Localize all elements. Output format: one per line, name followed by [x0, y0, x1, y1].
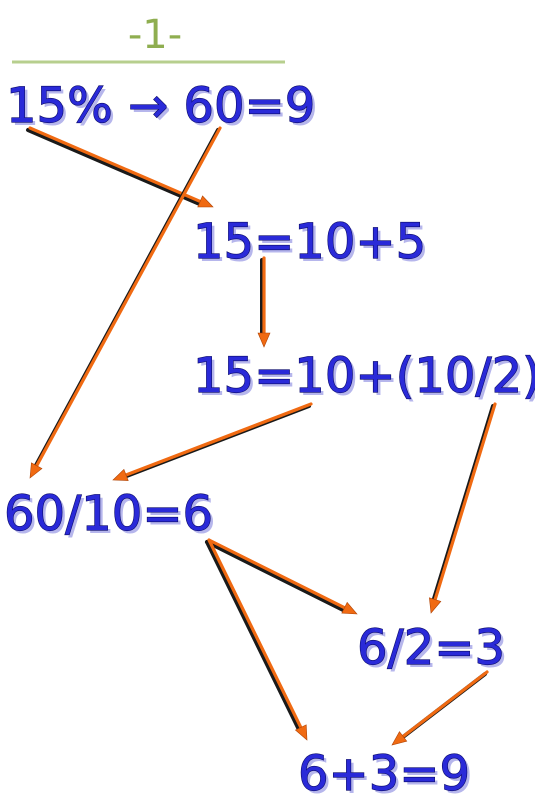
expression-node-n5: 6/2=36/2=3 [356, 619, 508, 679]
arrow-n4-to-n5 [205, 538, 358, 615]
arrow-shadow [205, 540, 345, 612]
expression-node-n1: 15% → 60=915% → 60=9 [5, 77, 318, 137]
expression-label: 6+3=9 [298, 746, 470, 802]
arrow-shaft [207, 538, 347, 610]
arrow-n5-to-n6 [391, 670, 489, 746]
expression-label: 15=10+5 [193, 214, 426, 270]
node-layer: 15% → 60=915% → 60=915=10+515=10+515=10+… [3, 77, 535, 803]
arrow-head-icon [257, 332, 271, 348]
arrow-head-icon [197, 195, 214, 208]
arrow-shaft [124, 402, 313, 477]
arrow-shadow [205, 540, 301, 732]
expression-node-n6: 6+3=96+3=9 [297, 745, 473, 803]
diagram-title: -1- [128, 12, 182, 58]
diagram-header: -1- [12, 12, 285, 64]
arrow-head-icon [341, 601, 358, 615]
arrow-head-icon [391, 731, 408, 746]
arrow-n2-to-n3 [257, 256, 271, 348]
arrow-head-icon [112, 468, 129, 481]
expression-shadow: 15=10+(10/2) [196, 351, 535, 407]
arrow-n4-to-n6 [205, 538, 308, 741]
expression-shadow: 60/10=6 [7, 489, 216, 545]
expression-node-n3: 15=10+(10/2)15=10+(10/2) [192, 347, 535, 407]
arrow-n1-to-n2 [26, 126, 214, 208]
arrow-head-icon [429, 597, 442, 614]
arrow-n3-to-n5 [429, 402, 497, 614]
expression-label: 15=10+(10/2) [193, 348, 535, 404]
expression-label: 60/10=6 [4, 486, 213, 542]
expression-shadow: 15% → 60=9 [9, 81, 318, 137]
expression-shadow: 6/2=3 [360, 623, 508, 679]
expression-label: 15% → 60=9 [6, 78, 315, 134]
expression-node-n2: 15=10+515=10+5 [192, 213, 429, 273]
arrow-layer [26, 126, 497, 746]
arrow-head-icon [294, 724, 308, 741]
expression-node-n4: 60/10=660/10=6 [3, 485, 216, 545]
arrow-shaft [35, 126, 222, 468]
expression-label: 6/2=3 [357, 620, 505, 676]
arrow-shaft [433, 402, 497, 602]
arrow-shadow [26, 128, 201, 206]
arrow-head-icon [29, 462, 43, 479]
arrow-n3-to-n4 [112, 402, 313, 481]
expression-shadow: 6+3=9 [301, 749, 473, 803]
expression-shadow: 15=10+5 [196, 217, 429, 273]
arrow-shaft [401, 670, 489, 739]
arrow-n1-to-n4 [29, 126, 222, 479]
arrow-shaft [207, 538, 303, 730]
arrow-shaft [28, 126, 202, 204]
